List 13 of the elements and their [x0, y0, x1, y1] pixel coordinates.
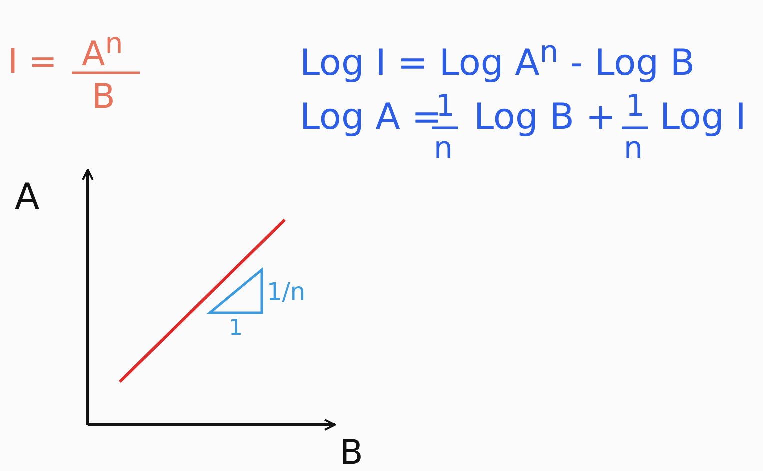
slope-label: 1	[229, 318, 243, 340]
axis-label: B	[340, 436, 364, 470]
fraction-denominator: n	[624, 134, 644, 164]
fraction-denominator: n	[434, 134, 454, 164]
axis-label: A	[15, 180, 40, 216]
equation-text: Log B +	[474, 100, 616, 136]
equation-text: Log I = Log A$^{n}$ - Log B	[300, 38, 696, 82]
formula-text: I =	[8, 45, 58, 79]
fraction-denominator: B	[92, 80, 116, 114]
equation-text: Log I	[660, 100, 746, 136]
fraction-numerator: 1	[626, 92, 646, 122]
fraction-numerator: A$^{n}$	[82, 30, 124, 72]
slope-label: 1/n	[267, 280, 306, 304]
